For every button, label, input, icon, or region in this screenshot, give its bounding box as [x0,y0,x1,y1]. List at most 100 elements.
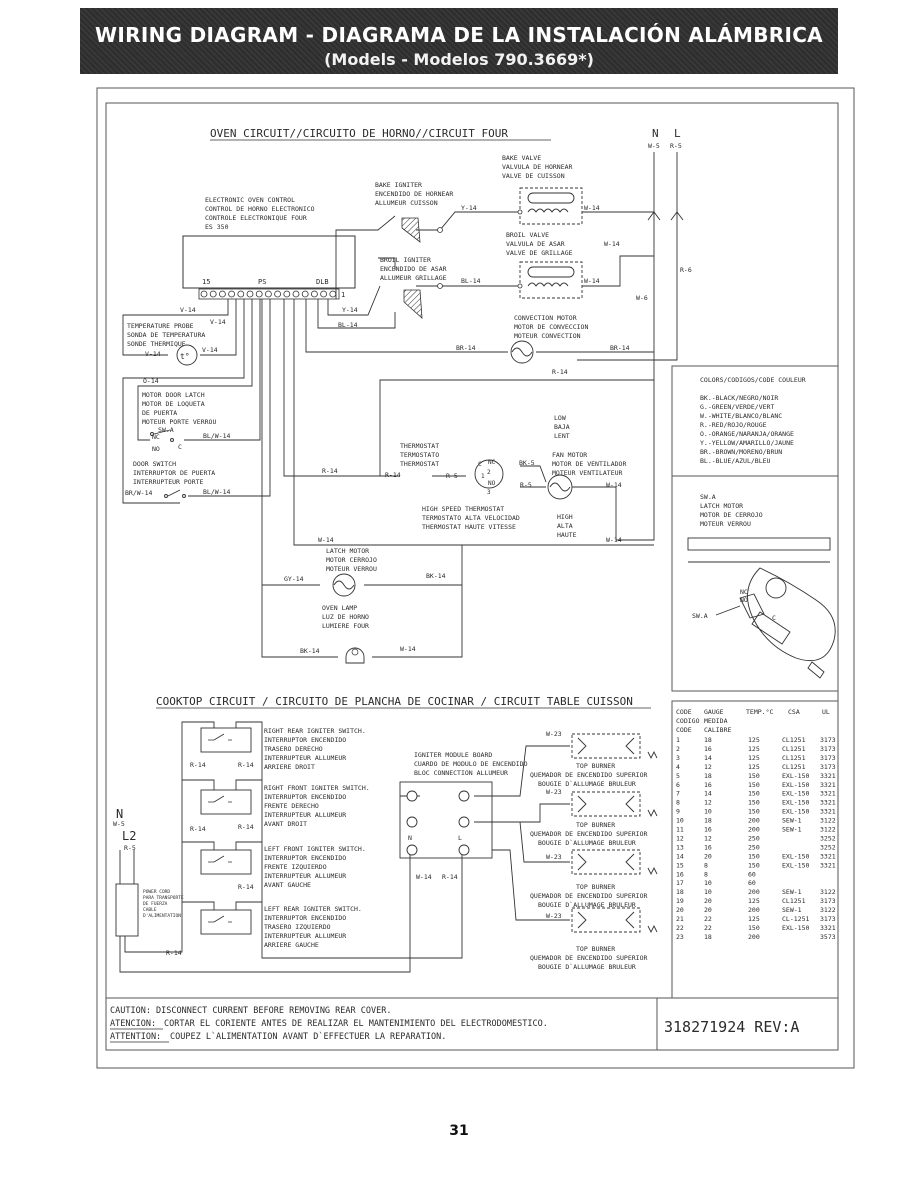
caution-text: CAUTION: DISCONNECT CURRENT BEFORE REMOV… [110,1006,391,1016]
svg-text:ENCENDIDO DE ASAR: ENCENDIDO DE ASAR [380,265,447,273]
gauge-table-cell: 200 [748,888,760,896]
svg-text:BLOC CONNECTION ALLUMEUR: BLOC CONNECTION ALLUMEUR [414,769,508,777]
attention-text: COUPEZ L`ALIMENTATION AVANT D`EFFECTUER … [170,1031,446,1042]
gauge-table-cell: 150 [748,799,760,807]
gauge-table-cell: 150 [748,808,760,816]
gauge-table-cell: 16 [704,745,712,753]
svg-text:VALVE DE GRILLAGE: VALVE DE GRILLAGE [506,249,573,257]
low-speed-label: LOW BAJA LENT [554,414,570,440]
color-code-item: BR.-BROWN/MORENO/BRUN [700,448,782,456]
gauge-table-cell: 16 [704,843,712,851]
svg-text:MOTOR DE VENTILADOR: MOTOR DE VENTILADOR [552,460,626,468]
switch-label: C [178,443,182,451]
svg-text:TRASERO IZQUIERDO: TRASERO IZQUIERDO [264,923,331,931]
svg-text:V-14: V-14 [210,318,226,326]
gauge-table-cell: 3321 [820,808,836,816]
svg-text:MOTOR DE LOQUETA: MOTOR DE LOQUETA [142,400,205,408]
svg-text:BR/W-14: BR/W-14 [125,489,152,497]
wire-label: W-14 [416,873,432,881]
atencion-label: ATENCION: [110,1019,156,1029]
svg-text:LENT: LENT [554,432,570,440]
svg-text:LOW: LOW [554,414,566,422]
gauge-table-cell: 8 [704,861,708,869]
wire-label: R-5 [124,844,136,852]
gauge-table-cell: EXL-150 [782,772,809,780]
svg-text:CUARDO DE MODULO DE ENCENDIDO: CUARDO DE MODULO DE ENCENDIDO [414,760,528,768]
svg-text:FRENTE DERECHO: FRENTE DERECHO [264,802,319,810]
gauge-table-cell: 4 [676,763,680,771]
gauge-table-cell: 7 [676,790,680,798]
gauge-table-cell: 18 [704,933,712,941]
power-cord [115,883,139,937]
temperature-probe-label: TEMPERATURE PROBE SONDA DE TEMPERATURA S… [127,322,205,348]
connector-pin [237,290,245,298]
svg-text:TEMP.°C: TEMP.°C [746,708,773,716]
svg-text:ENCENDIDO DE HORNEAR: ENCENDIDO DE HORNEAR [375,190,453,198]
svg-text:BOUGIE D`ALLUMAGE BRULEUR: BOUGIE D`ALLUMAGE BRULEUR [538,901,636,909]
gauge-table-cell: 14 [704,790,712,798]
svg-text:QUEMADOR DE ENCENDIDO SUPERIOR: QUEMADOR DE ENCENDIDO SUPERIOR [530,830,647,838]
svg-text:ALLUMEUR CUISSON: ALLUMEUR CUISSON [375,199,438,207]
top-burner-1 [571,733,658,760]
svg-text:INTERRUPTEUR ALLUMEUR: INTERRUPTEUR ALLUMEUR [264,811,346,819]
svg-text:THERMOSTAT: THERMOSTAT [400,460,439,468]
svg-text:R-14: R-14 [385,471,401,479]
svg-text:GAUGE: GAUGE [704,708,724,716]
svg-text:THERMOSTAT HAUTE VITESSE: THERMOSTAT HAUTE VITESSE [422,523,516,531]
cooktop-wiring [119,721,570,973]
gauge-table-cell: SEW-1 [782,888,802,896]
connector-pin [329,290,337,298]
color-code-item: BL.-BLUE/AZUL/BLEU [700,457,771,465]
svg-text:W-14: W-14 [584,277,600,285]
svg-text:CSA: CSA [788,708,800,716]
gauge-table-cell: 3321 [820,861,836,869]
oven-circuit-title: OVEN CIRCUIT//CIRCUITO DE HORNO//CIRCUIT… [210,127,508,140]
svg-text:W-14: W-14 [400,645,416,653]
wire-label: W-5 [113,820,125,828]
gauge-table-box [671,700,839,999]
gauge-table-cell: 3173 [820,915,836,923]
gauge-table-cell: 8 [704,870,708,878]
gauge-table-cell: 3122 [820,817,836,825]
igniter-module-label: IGNITER MODULE BOARD CUARDO DE MODULO DE… [414,751,528,777]
svg-text:C: C [772,614,776,622]
gauge-table-cell: 125 [748,915,760,923]
svg-text:OVEN LAMP: OVEN LAMP [322,604,357,612]
colors-title: COLORS/CODIGOS/CODE COULEUR [700,376,806,384]
svg-text:BROIL IGNITER: BROIL IGNITER [380,256,431,264]
switch-label: NC [152,433,160,441]
svg-text:BL-14: BL-14 [338,321,358,329]
neutral-label: N [652,127,659,140]
svg-text:INTERRUPTEUR PORTE: INTERRUPTEUR PORTE [133,478,204,486]
gauge-table-cell: 15 [676,861,684,869]
gauge-table-cell: 9 [676,808,680,816]
latch-mechanism-drawing [687,537,836,679]
gauge-table-cell: 20 [704,852,712,860]
electronic-oven-control [182,235,356,289]
svg-text:MOTOR CERROJO: MOTOR CERROJO [326,556,377,564]
svg-text:INTERRUPTEUR ALLUMEUR: INTERRUPTEUR ALLUMEUR [264,754,346,762]
top-burner-2-label: TOP BURNER QUEMADOR DE ENCENDIDO SUPERIO… [530,821,647,847]
header-banner: WIRING DIAGRAM - DIAGRAMA DE LA INSTALAC… [80,8,838,74]
gauge-table-cell: 3173 [820,745,836,753]
switch-label: NO [152,445,160,453]
svg-text:W-14: W-14 [318,536,334,544]
gauge-table-cell: 10 [676,817,684,825]
pin-label: PS [258,278,266,286]
svg-text:INTERRUPTOR ENCENDIDO: INTERRUPTOR ENCENDIDO [264,736,346,744]
gauge-table-cell: CL1251 [782,897,806,905]
connector-pin [228,290,236,298]
gauge-table-cell: 125 [748,745,760,753]
gauge-table: CODE CODIGO CODE GAUGE MEDIDA CALIBRE TE… [676,708,836,941]
svg-text:CODIGO: CODIGO [676,717,700,725]
svg-text:PARA TRANSPORTE: PARA TRANSPORTE [143,895,184,901]
gauge-table-cell: 10 [704,879,712,887]
connector-strip [198,288,340,300]
gauge-table-cell: 3173 [820,763,836,771]
gauge-table-cell: 250 [748,843,760,851]
svg-text:BROIL VALVE: BROIL VALVE [506,231,549,239]
svg-text:INTERRUPTOR DE PUERTA: INTERRUPTOR DE PUERTA [133,469,215,477]
door-switch [164,489,186,498]
svg-text:HIGH SPEED THERMOSTAT: HIGH SPEED THERMOSTAT [422,505,504,513]
svg-text:MOTEUR PORTE VERROU: MOTEUR PORTE VERROU [142,418,216,426]
